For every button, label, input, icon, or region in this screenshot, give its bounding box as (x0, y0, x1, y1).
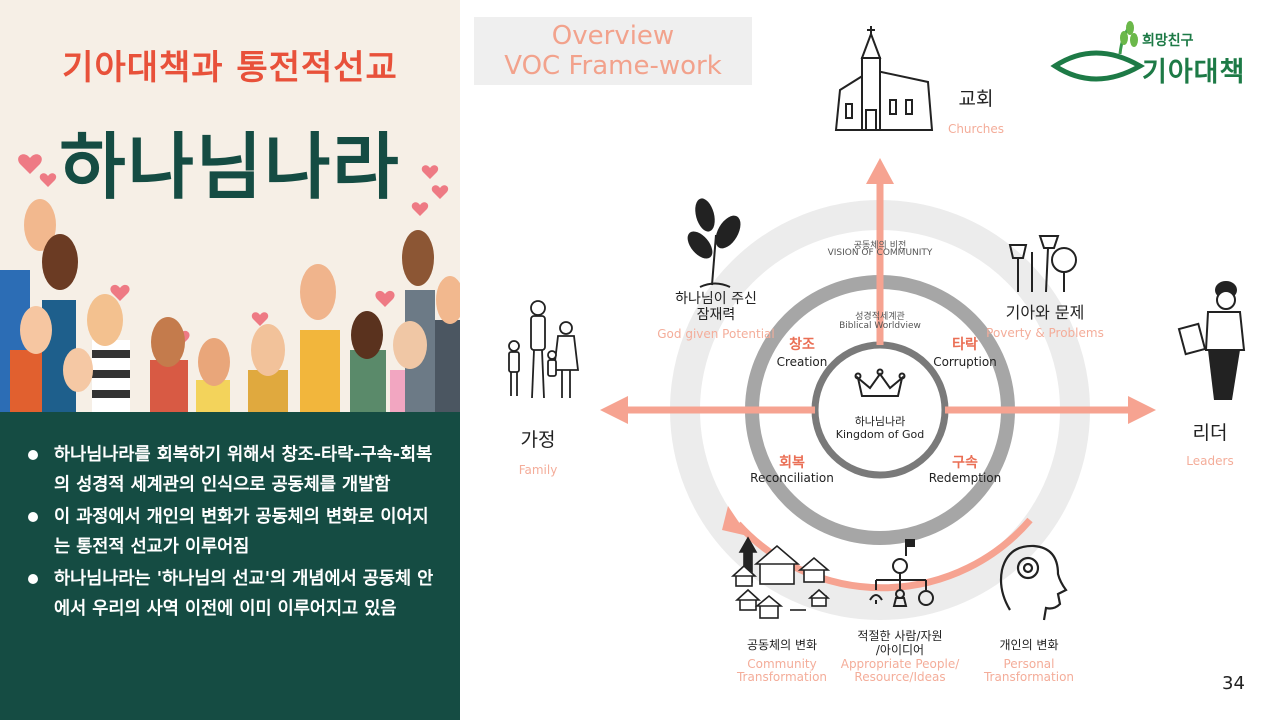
outer-ring-label-en: VISION OF COMMUNITY (827, 248, 933, 258)
head-gears-icon (999, 544, 1068, 621)
inner-ring-label-ko: 성경적세계관 (855, 312, 905, 322)
reconciliation-label-ko: 회복 (779, 455, 805, 471)
logo-tagline: 희망친구 (1142, 33, 1194, 49)
overview-line1: Overview (551, 21, 675, 51)
bullet-item: 하나님나라는 '하나님의 선교'의 개념에서 공동체 안에서 우리의 사역 이전… (28, 564, 438, 624)
poverty-icon (1008, 235, 1077, 293)
churches-label-ko: 교회 (958, 88, 994, 110)
reconciliation-label-en: Reconciliation (750, 471, 834, 485)
bullet-dot-icon (28, 512, 38, 522)
center-label-en: Kingdom of God (835, 428, 925, 441)
outer-ring (670, 200, 1090, 620)
page-number: 34 (1222, 673, 1245, 694)
resources-label-en-2: Resource/Ideas (854, 670, 946, 684)
village-icon (730, 536, 831, 619)
family-label-en: Family (518, 463, 558, 477)
personal-label-en-2: Transformation (983, 670, 1075, 684)
community-label-ko: 공동체의 변화 (746, 638, 818, 652)
logo-name: 기아대책 (1142, 57, 1246, 88)
personal-label-en-1: Personal (1003, 657, 1055, 671)
cycle-arrow-head-icon (722, 506, 748, 536)
logo-fish-icon (1050, 21, 1146, 82)
outer-ring-label-ko: 공동체의 비전 (853, 241, 907, 251)
center-ring (811, 341, 949, 479)
arrow-left-icon (600, 396, 628, 424)
corruption-label-en: Corruption (933, 355, 997, 369)
leader-icon (1177, 281, 1246, 400)
personal-label-ko: 개인의 변화 (999, 638, 1059, 652)
inner-ring-label-en: Biblical Worldview (839, 321, 921, 331)
arrow-up-icon (866, 158, 894, 184)
potential-label-ko-1: 하나님이 주신 (675, 291, 757, 307)
resources-icon (869, 539, 934, 607)
crown-icon (854, 368, 906, 397)
slide-subtitle: 기아대책과 통전적선교 (62, 48, 398, 88)
creation-label-en: Creation (776, 355, 828, 369)
poverty-label-ko: 기아와 문제 (1005, 303, 1085, 322)
resources-label-ko-1: 적절한 사람/자원 (857, 629, 943, 643)
cycle-arrow (735, 517, 1033, 592)
raised-hands-illustration (0, 154, 460, 412)
redemption-label-ko: 구속 (952, 455, 978, 471)
corruption-label-ko: 타락 (952, 337, 978, 353)
potential-label-ko-2: 잠재력 (696, 307, 736, 323)
bullet-panel (0, 412, 460, 720)
leaders-label-ko: 리더 (1192, 422, 1228, 444)
community-label-en-1: Community (747, 657, 817, 671)
bullet-item: 이 과정에서 개인의 변화가 공동체의 변화로 이어지는 통전적 선교가 이루어… (28, 502, 438, 562)
hands (20, 199, 460, 392)
church-icon (834, 26, 934, 131)
family-icon (508, 300, 580, 399)
community-label-en-2: Transformation (736, 670, 828, 684)
arrow-right-icon (1128, 396, 1156, 424)
family-label-ko: 가정 (520, 429, 556, 451)
slide-title: 하나님나라 (59, 125, 401, 209)
churches-label-en: Churches (947, 122, 1005, 136)
poverty-label-en: Poverty & Problems (986, 326, 1104, 340)
left-title-panel: 기아대책과 통전적선교 하나님나라 (0, 0, 460, 412)
potential-label-en: God given Potential (657, 327, 775, 341)
bullet-dot-icon (28, 574, 38, 584)
creation-label-ko: 창조 (789, 337, 815, 353)
overview-box: Overview VOC Frame-work (474, 17, 752, 85)
plant-icon (687, 198, 741, 288)
resources-label-ko-2: /아이디어 (875, 643, 925, 657)
overview-line2: VOC Frame-work (504, 51, 722, 81)
bullet-item: 하나님나라를 회복하기 위해서 창조-타락-구속-회복의 성경적 세계관의 인식… (28, 440, 438, 500)
leaders-label-en: Leaders (1186, 454, 1234, 468)
redemption-label-en: Redemption (928, 471, 1002, 485)
center-label-ko: 하나님나라 (854, 415, 906, 428)
bullet-dot-icon (28, 450, 38, 460)
bullet-list: 하나님나라를 회복하기 위해서 창조-타락-구속-회복의 성경적 세계관의 인식… (28, 440, 438, 626)
resources-label-en-1: Appropriate People/ (840, 657, 960, 671)
